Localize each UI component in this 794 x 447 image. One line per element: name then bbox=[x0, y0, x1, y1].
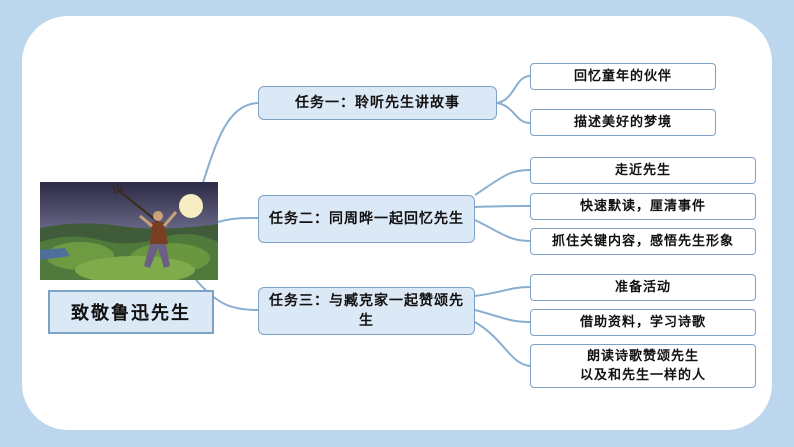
subtask-1-2: 描述美好的梦境 bbox=[530, 109, 716, 136]
connector-task3-item1 bbox=[474, 286, 531, 297]
task-node-1: 任务一：聆听先生讲故事 bbox=[258, 86, 497, 120]
connector-task2-item1 bbox=[474, 169, 531, 196]
subtask-label: 准备活动 bbox=[614, 279, 671, 295]
subtask-label: 回忆童年的伙伴 bbox=[573, 68, 672, 84]
root-label: 致敬鲁迅先生 bbox=[71, 303, 191, 324]
subtask-3-3: 朗读诗歌赞颂先生 以及和先生一样的人 bbox=[530, 344, 756, 388]
boy-with-pitchfork-moonlit-field-illustration bbox=[40, 182, 218, 280]
connector-task2-item2 bbox=[474, 205, 531, 208]
connector-task1-item1 bbox=[496, 75, 531, 104]
task-node-2: 任务二：同周晔一起回忆先生 bbox=[258, 195, 475, 243]
subtask-2-3: 抓住关键内容，感悟先生形象 bbox=[530, 228, 756, 255]
connector-task3-item3 bbox=[474, 321, 531, 367]
connector-task3-item2 bbox=[474, 309, 531, 323]
root-node: 致敬鲁迅先生 bbox=[48, 290, 214, 334]
subtask-label: 快速默读，厘清事件 bbox=[579, 198, 706, 214]
subtask-1-1: 回忆童年的伙伴 bbox=[530, 63, 716, 90]
subtask-2-2: 快速默读，厘清事件 bbox=[530, 193, 756, 220]
subtask-3-2: 借助资料，学习诗歌 bbox=[530, 309, 756, 336]
subtask-label: 抓住关键内容，感悟先生形象 bbox=[551, 233, 734, 249]
task-node-3: 任务三：与臧克家一起赞颂先生 bbox=[258, 287, 475, 335]
connector-task2-item3 bbox=[474, 219, 531, 242]
task-label: 任务三：与臧克家一起赞颂先生 bbox=[269, 292, 464, 329]
task-label: 任务一：聆听先生讲故事 bbox=[295, 94, 460, 111]
subtask-2-1: 走近先生 bbox=[530, 157, 756, 184]
task-label: 任务二：同周晔一起回忆先生 bbox=[269, 210, 464, 227]
subtask-label: 走近先生 bbox=[614, 162, 671, 178]
subtask-label: 朗读诗歌赞颂先生 以及和先生一样的人 bbox=[579, 348, 706, 384]
connector-task1-item2 bbox=[496, 102, 531, 124]
subtask-3-1: 准备活动 bbox=[530, 274, 756, 301]
subtask-label: 描述美好的梦境 bbox=[573, 114, 672, 130]
connector-root-task3 bbox=[195, 279, 259, 311]
subtask-label: 借助资料，学习诗歌 bbox=[579, 314, 706, 330]
connector-root-task2 bbox=[217, 217, 259, 223]
